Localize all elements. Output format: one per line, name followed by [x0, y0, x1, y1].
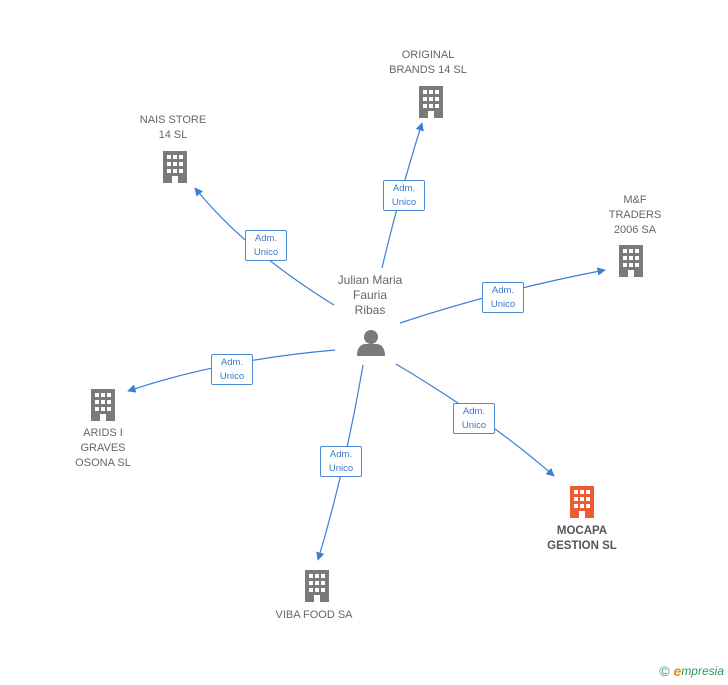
company-name-original-brands[interactable]: ORIGINAL BRANDS 14 SL: [389, 49, 467, 76]
building-icon[interactable]: [163, 151, 187, 183]
building-icon[interactable]: [619, 245, 643, 277]
person-icon[interactable]: [357, 330, 385, 356]
building-icon[interactable]: [419, 86, 443, 118]
company-name-mf-traders[interactable]: M&F TRADERS 2006 SA: [608, 194, 662, 236]
footer-brand: © e mpresia: [659, 663, 724, 679]
company-name-mocapa-gestion[interactable]: MOCAPA GESTION SL: [547, 525, 617, 552]
role-badge-nais-store: Adm. Unico: [245, 230, 287, 261]
company-name-nais-store[interactable]: NAIS STORE 14 SL: [139, 114, 207, 141]
building-icon[interactable]: [570, 486, 594, 518]
role-badge-viba-food: Adm. Unico: [320, 446, 362, 477]
copyright-symbol: ©: [659, 663, 670, 679]
brand-logo-text: mpresia: [681, 664, 724, 678]
company-name-viba-food[interactable]: VIBA FOOD SA: [275, 609, 353, 621]
company-name-arids-graves[interactable]: ARIDS I GRAVES OSONA SL: [75, 427, 131, 469]
building-icon[interactable]: [305, 570, 329, 602]
person-name[interactable]: Julian Maria Fauria Ribas: [337, 273, 403, 317]
building-icon[interactable]: [91, 389, 115, 421]
brand-logo-initial: e: [673, 663, 682, 679]
role-badge-original-brands: Adm. Unico: [383, 180, 425, 211]
role-badge-mf-traders: Adm. Unico: [482, 282, 524, 313]
role-badge-mocapa-gestion: Adm. Unico: [453, 403, 495, 434]
role-badge-arids-graves: Adm. Unico: [211, 354, 253, 385]
